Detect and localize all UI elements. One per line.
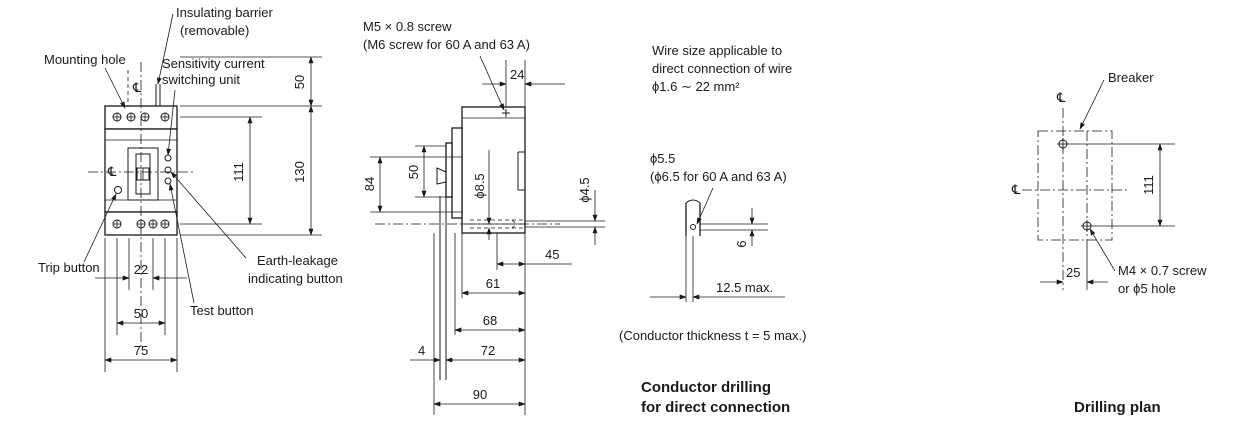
removable-label: (removable): [180, 23, 249, 38]
screw-label-1: M5 × 0.8 screw: [363, 19, 452, 34]
dim-4: 4: [418, 343, 425, 358]
sensitivity-label-1: Sensitivity current: [162, 56, 265, 71]
dim-111-plan: 111: [1141, 175, 1156, 195]
earth-leakage-button-icon: [164, 166, 172, 174]
dim-75: 75: [134, 343, 148, 358]
test-button-label: Test button: [190, 303, 254, 318]
dim-24: 24: [510, 67, 524, 82]
wire-size-label-1: Wire size applicable to: [652, 43, 782, 58]
m4-screw-label-2: or ϕ5 hole: [1118, 281, 1176, 296]
centerline-symbol-plan-top: ℄: [1056, 90, 1066, 105]
wire-size-label-3: ϕ1.6 ∼ 22 mm²: [652, 79, 740, 94]
thickness-note: (Conductor thickness t = 5 max.): [619, 328, 807, 343]
dim-phi-4-5: ϕ4.5: [577, 177, 592, 202]
sensitivity-label-2: switching unit: [162, 72, 240, 87]
hole-size-label-1: ϕ5.5: [650, 151, 675, 166]
dim-12-5-max: 12.5 max.: [716, 280, 773, 295]
dim-50-width: 50: [134, 306, 148, 321]
mount-hole-icon: [1057, 138, 1093, 232]
centerline-symbol-top: ℄: [132, 80, 142, 95]
insulating-barrier-label: Insulating barrier: [176, 5, 273, 20]
breaker-label: Breaker: [1108, 70, 1154, 85]
dim-50-side: 50: [406, 165, 421, 179]
dim-84: 84: [362, 177, 377, 191]
dim-90: 90: [473, 387, 487, 402]
centerline-symbol-plan-left: ℄: [1011, 182, 1021, 197]
drilling-plan-view: ℄ ℄ Breaker 111 25 M4 × 0.7 screw or ϕ5 …: [1011, 70, 1207, 416]
earth-leakage-label-2: indicating button: [248, 271, 343, 286]
caption-drilling-plan: Drilling plan: [1074, 399, 1161, 416]
hole-icon: [690, 224, 696, 230]
centerline-symbol: ℄: [107, 164, 117, 179]
dim-72: 72: [481, 343, 495, 358]
earth-leakage-label-1: Earth-leakage: [257, 253, 338, 268]
mounting-hole-label: Mounting hole: [44, 52, 126, 67]
trip-button-icon: [114, 186, 122, 194]
front-view: ℄ ℄ Insulating barrier (removable) Mount…: [38, 5, 343, 372]
caption-conductor-1: Conductor drilling: [641, 379, 771, 396]
dim-68: 68: [483, 313, 497, 328]
conductor-drilling-view: Wire size applicable to direct connectio…: [619, 43, 807, 416]
dim-130: 130: [292, 161, 307, 183]
dim-6: 6: [734, 240, 749, 247]
dim-111-front: 111: [231, 162, 246, 182]
trip-button-label: Trip button: [38, 260, 100, 275]
screw-label-2: (M6 screw for 60 A and 63 A): [363, 37, 530, 52]
test-button-icon: [164, 177, 172, 185]
dim-phi-8-5: ϕ8.5: [472, 173, 487, 198]
dim-50-top: 50: [292, 75, 307, 89]
dim-25: 25: [1066, 265, 1080, 280]
dim-22: 22: [134, 262, 148, 277]
dim-61: 61: [486, 276, 500, 291]
wire-size-label-2: direct connection of wire: [652, 61, 792, 76]
side-view: M5 × 0.8 screw (M6 screw for 60 A and 63…: [362, 19, 605, 415]
hole-size-label-2: (ϕ6.5 for 60 A and 63 A): [650, 169, 787, 184]
m4-screw-label-1: M4 × 0.7 screw: [1118, 263, 1207, 278]
caption-conductor-2: for direct connection: [641, 399, 790, 416]
dim-45: 45: [545, 247, 559, 262]
